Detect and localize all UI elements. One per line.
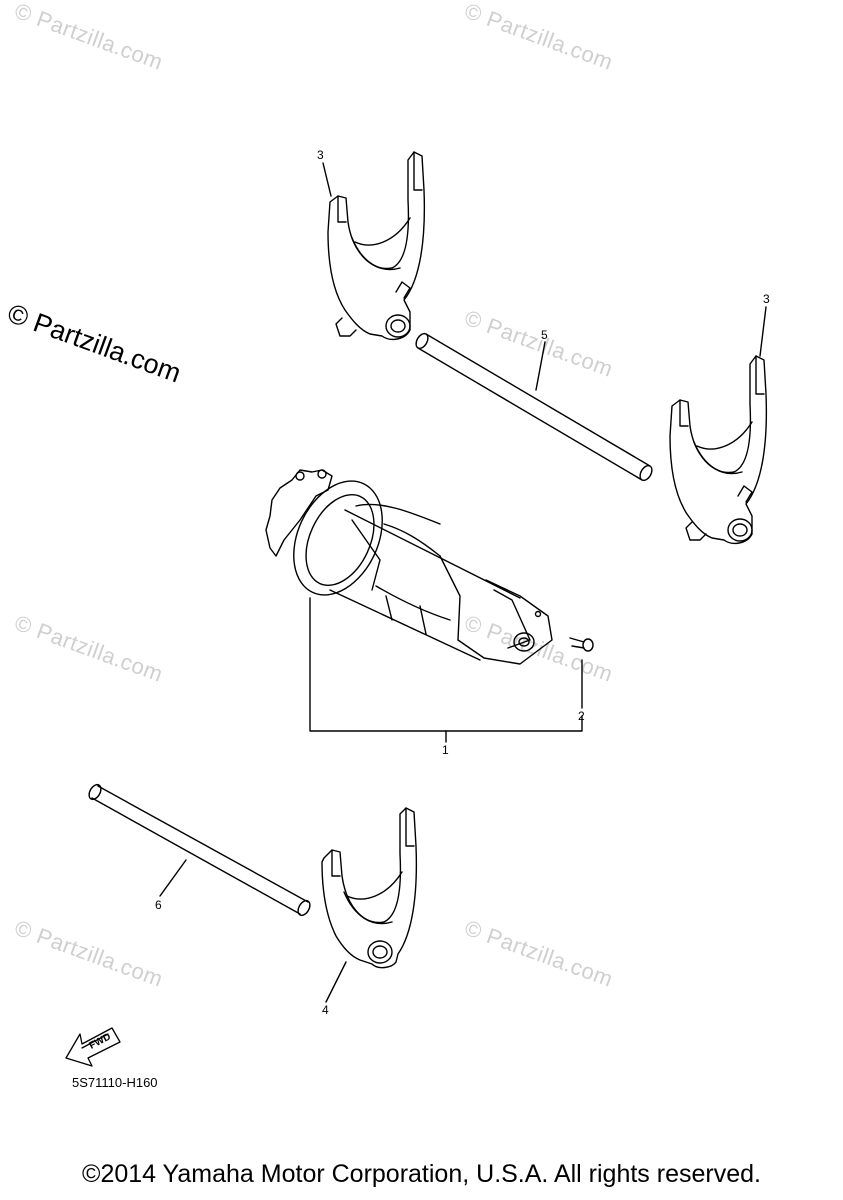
callout-1: 1: [442, 743, 449, 757]
leader-line: [759, 306, 767, 357]
callout-5: 5: [541, 328, 548, 342]
leader-line: [159, 859, 187, 897]
callout-2: 2: [578, 709, 585, 723]
shift-drum-assembly: [265, 469, 553, 665]
callout-3-upper-right: 3: [763, 292, 770, 306]
callout-3-upper-left: 3: [317, 148, 324, 162]
callout-4: 4: [322, 1003, 329, 1017]
diagram-code: 5S71110-H160: [72, 1075, 158, 1090]
copyright-notice: ©2014 Yamaha Motor Corporation, U.S.A. A…: [82, 1160, 761, 1188]
shift-fork-upper-left: [327, 151, 426, 341]
pin: [569, 637, 594, 652]
fwd-arrow-icon: [65, 1027, 121, 1067]
callout-6: 6: [155, 898, 162, 912]
shift-fork-lower: [321, 807, 418, 969]
leader-line: [322, 162, 332, 197]
guide-bar-lower: [88, 783, 311, 917]
shift-fork-upper-right: [669, 355, 768, 545]
guide-bar-upper: [415, 332, 653, 482]
leader-line: [325, 961, 347, 1003]
leader-line: [535, 341, 546, 391]
